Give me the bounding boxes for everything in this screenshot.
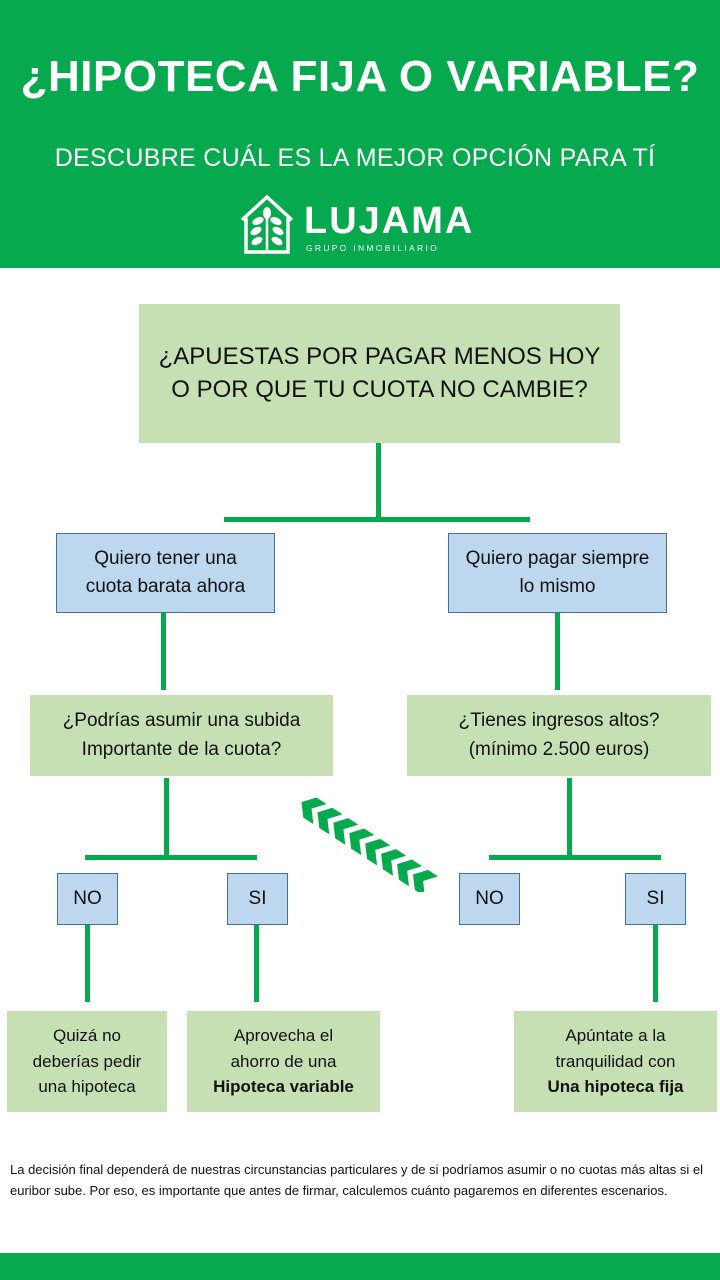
answer-left-si: SI: [227, 873, 288, 925]
connector-right-branch: [489, 855, 661, 860]
logo-name: LUJAMA: [304, 200, 475, 242]
left-option-line-2: cuota barata ahora: [85, 576, 246, 597]
right-option-line-2: lo mismo: [519, 576, 596, 597]
outcome-fija-line-2: tranquilidad con: [555, 1051, 676, 1071]
outcome-variable-line-3: Hipoteca variable: [213, 1077, 354, 1097]
outcome-fija-line-1: Apúntate a la: [565, 1026, 666, 1046]
brand-logo: LUJAMA GRUPO INMOBILIARIO: [238, 194, 478, 258]
outcome-fixed-mortgage: Apúntate a la tranquilidad con Una hipot…: [514, 1011, 717, 1112]
right-option-line-1: Quiero pagar siempre: [465, 547, 650, 569]
connector-main-vertical: [376, 443, 381, 520]
outcome-variable-line-1: Aprovecha el: [233, 1026, 334, 1046]
connector-right-option: [555, 613, 560, 690]
connector-left-question: [164, 778, 169, 858]
footer-note: La decisión final dependerá de nuestras …: [10, 1162, 703, 1198]
chevron-arrow-icon: [301, 797, 438, 892]
answer-right-no: NO: [459, 873, 520, 925]
connector-right-question: [567, 778, 572, 858]
main-question-box: ¿APUESTAS POR PAGAR MENOS HOY O POR QUE …: [139, 304, 620, 443]
left-question-box: ¿Podrías asumir una subida Importante de…: [30, 695, 333, 776]
main-question-line-1: ¿APUESTAS POR PAGAR MENOS HOY: [158, 343, 601, 371]
left-option-line-1: Quiero tener una: [94, 547, 237, 569]
main-question-line-2: O POR QUE TU CUOTA NO CAMBIE?: [171, 375, 588, 403]
right-question-line-2: (mínimo 2.500 euros): [468, 738, 650, 760]
left-question-line-2: Importante de la cuota?: [81, 738, 282, 760]
connector-left-no: [85, 924, 90, 1002]
outcome-no-line-1: Quizá no: [52, 1026, 122, 1046]
connector-main-horizontal: [224, 517, 530, 522]
left-option-box: Quiero tener una cuota barata ahora: [56, 533, 275, 613]
connector-left-option: [161, 613, 166, 690]
page-title: ¿HIPOTECA FIJA O VARIABLE?: [20, 52, 700, 101]
answer-right-si: SI: [625, 873, 686, 925]
outcome-variable-line-2: ahorro de una: [230, 1051, 337, 1071]
logo-tagline: GRUPO INMOBILIARIO: [306, 243, 440, 253]
footer-bar: [0, 1253, 720, 1280]
header-banner: ¿HIPOTECA FIJA O VARIABLE? DESCUBRE CUÁL…: [0, 0, 720, 268]
outcome-no-mortgage: Quizá no deberías pedir una hipoteca: [7, 1011, 167, 1112]
right-option-box: Quiero pagar siempre lo mismo: [448, 533, 667, 613]
right-question-box: ¿Tienes ingresos altos? (mínimo 2.500 eu…: [407, 695, 711, 776]
left-question-line-1: ¿Podrías asumir una subida: [62, 710, 301, 731]
right-question-line-1: ¿Tienes ingresos altos?: [458, 710, 660, 731]
connector-left-si: [254, 924, 259, 1002]
connector-left-branch: [85, 855, 257, 860]
answer-left-no: NO: [57, 873, 118, 925]
house-tree-logo-icon: [240, 194, 294, 254]
page-subtitle: DESCUBRE CUÁL ES LA MEJOR OPCIÓN PARA TÍ: [54, 144, 656, 172]
connector-right-si: [653, 924, 658, 1002]
outcome-fija-line-3: Una hipoteca fija: [547, 1077, 684, 1097]
outcome-variable-mortgage: Aprovecha el ahorro de una Hipoteca vari…: [187, 1011, 380, 1112]
outcome-no-line-3: una hipoteca: [38, 1077, 136, 1097]
outcome-no-line-2: deberías pedir: [32, 1051, 142, 1071]
